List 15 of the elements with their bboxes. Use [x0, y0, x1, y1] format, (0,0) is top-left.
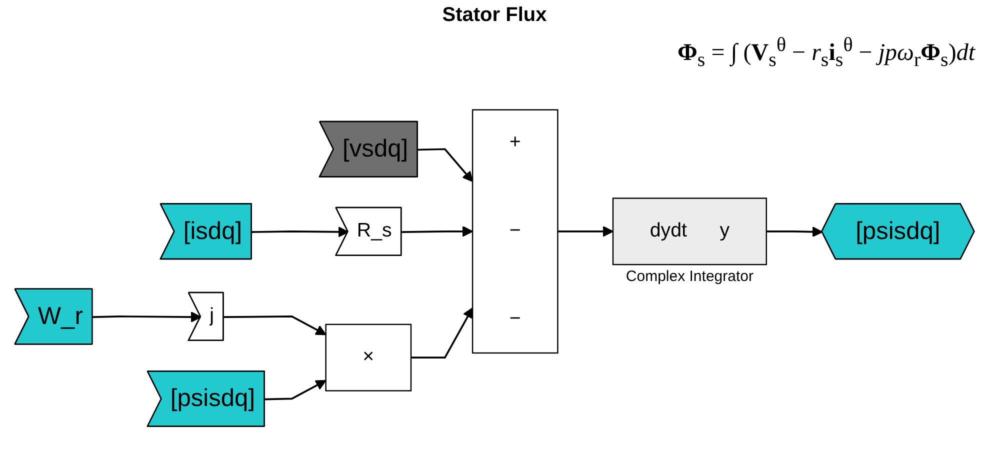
- node-box: ×: [325, 324, 412, 392]
- arrow: [402, 226, 474, 237]
- arrow: [558, 226, 614, 237]
- arrow: [766, 226, 823, 238]
- node-box: + − −: [472, 109, 558, 354]
- arrow: [224, 315, 326, 336]
- node-box: dydt y: [612, 198, 768, 266]
- arrow: [92, 312, 202, 322]
- arrow: [411, 307, 474, 358]
- arrow: [418, 148, 474, 182]
- arrow: [264, 380, 326, 400]
- formula: Φ$_{s}$ = ∫ (V$_{s}$$^{θ}$ − r$_{s}$i$_{s}$$^{θ}$ − jpω$_{r}$Φ$_{s}$)dt: [677, 34, 975, 72]
- diagram-title: Stator Flux: [441, 4, 548, 27]
- arrow: [252, 226, 349, 238]
- block-caption: Complex Integrator: [624, 268, 754, 286]
